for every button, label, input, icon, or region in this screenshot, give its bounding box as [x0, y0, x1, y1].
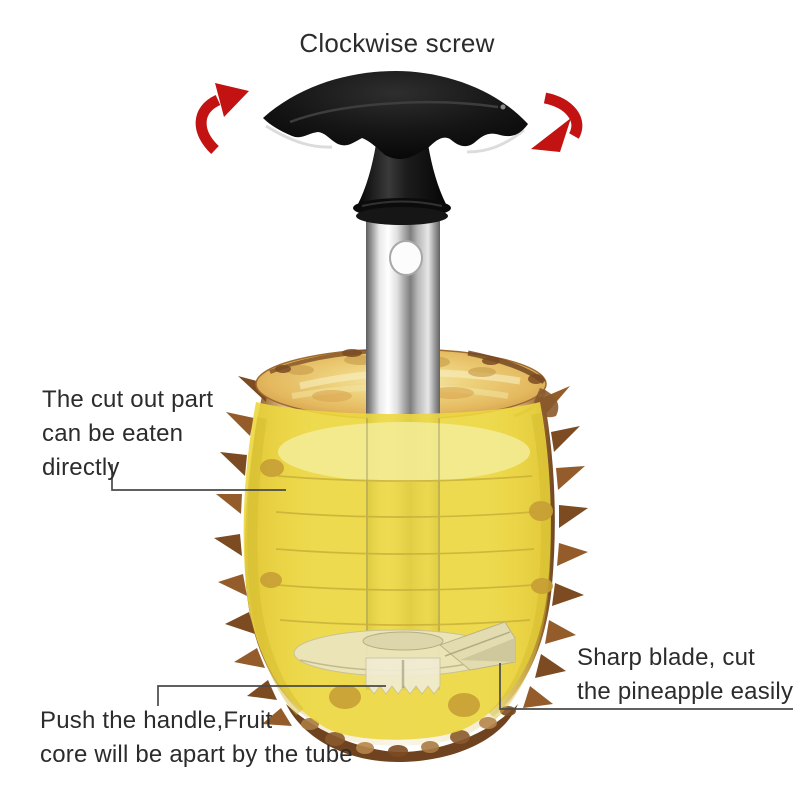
note-line: The cut out part: [42, 386, 214, 413]
flesh-spots: [260, 459, 553, 717]
note-line: the pineapple easily: [577, 678, 794, 705]
rotate-clockwise-right-arrow-icon: [531, 92, 583, 152]
skin-spikes-right: [523, 386, 588, 708]
rotate-clockwise-left-arrow-icon: [195, 83, 249, 154]
annotation-line-sharp-blade: [499, 663, 793, 710]
note-sharp-blade: Sharp blade, cut the pineapple easily: [577, 641, 793, 709]
tube-pin-hole: [389, 240, 423, 276]
annotation-line-push-handle: [157, 685, 386, 706]
handle-slot: [289, 100, 499, 124]
note-line: directly: [42, 454, 120, 481]
skin-spikes-left: [214, 376, 292, 726]
note-line: can be eaten: [42, 420, 184, 447]
slice-ring-lines: [275, 475, 535, 626]
handle-cone: [353, 144, 451, 225]
note-line: Sharp blade, cut: [577, 644, 755, 671]
annotation-line-cut-out: [111, 464, 286, 491]
diagram-title: Clockwise screw: [299, 28, 495, 58]
spiral-blade: [293, 621, 516, 695]
t-handle: [263, 71, 528, 159]
note-cut-out: The cut out part can be eaten directly: [42, 383, 213, 485]
note-line: Push the handle,Fruit: [40, 707, 273, 734]
note-push-handle: Push the handle,Fruit core will be apart…: [40, 704, 353, 772]
note-line: core will be apart by the tube: [40, 741, 353, 768]
